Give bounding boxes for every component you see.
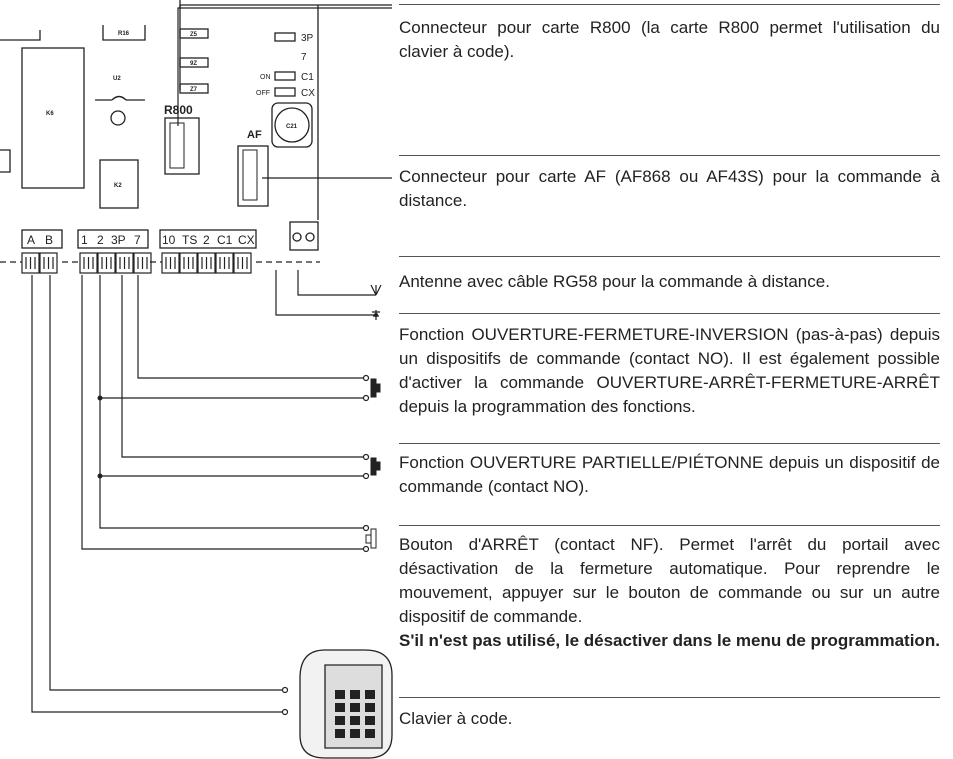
terminal-10: 10 bbox=[162, 233, 176, 247]
desc-keypad: Clavier à code. bbox=[399, 709, 513, 728]
terminal-screw-slot bbox=[183, 257, 194, 269]
desc-stop-warning: S'il n'est pas utilisé, le désactiver da… bbox=[399, 631, 940, 650]
jumper-label-3p: 3P bbox=[301, 33, 314, 44]
label-connector-r800: R800 bbox=[164, 103, 193, 117]
desc-af: Connecteur pour carte AF (AF868 ou AF43S… bbox=[399, 167, 940, 210]
terminal-label-ab bbox=[21, 229, 63, 249]
terminal-label-right bbox=[159, 229, 257, 249]
terminal-screw bbox=[197, 252, 216, 274]
potentiometer bbox=[110, 110, 126, 126]
keypad-key bbox=[350, 690, 360, 699]
jumper-label-7: 7 bbox=[301, 52, 307, 63]
keypad-key bbox=[350, 703, 360, 712]
terminal-screw-slot bbox=[165, 257, 176, 269]
label-9z: 9Z bbox=[190, 61, 197, 67]
label-connector-af: AF bbox=[247, 129, 262, 141]
terminal-1: 1 bbox=[81, 233, 88, 247]
jumper-label-c1: C1 bbox=[301, 72, 314, 83]
jumper-state-off: OFF bbox=[256, 90, 270, 97]
terminal-screw-slot bbox=[137, 257, 148, 269]
keypad-key bbox=[350, 716, 360, 725]
connector-r800-block bbox=[164, 117, 200, 175]
label-k6: K6 bbox=[46, 111, 54, 117]
label-c21: C21 bbox=[286, 124, 298, 130]
keypad-icon bbox=[299, 649, 393, 759]
terminal-screw bbox=[21, 252, 40, 274]
label-k2: K2 bbox=[114, 183, 122, 189]
terminal-c1: C1 bbox=[217, 233, 233, 247]
terminal-screw-slot bbox=[201, 257, 212, 269]
terminal-ts: TS bbox=[182, 233, 197, 247]
terminal-screw-slot bbox=[25, 257, 36, 269]
label-z7: Z7 bbox=[190, 87, 198, 93]
keypad-key bbox=[335, 703, 345, 712]
keypad-key bbox=[365, 716, 375, 725]
terminal-7: 7 bbox=[134, 233, 141, 247]
terminal-screw bbox=[97, 252, 116, 274]
terminal-screw bbox=[133, 252, 152, 274]
terminal-screw-slot bbox=[219, 257, 230, 269]
label-z5: Z5 bbox=[190, 32, 198, 38]
divider-stop bbox=[399, 525, 940, 526]
terminal-screw bbox=[179, 252, 198, 274]
terminal-screw-slot bbox=[119, 257, 130, 269]
chip-k2 bbox=[99, 159, 139, 209]
terminal-screw bbox=[39, 252, 58, 274]
label-u2: U2 bbox=[113, 76, 121, 82]
board-edge-left bbox=[0, 30, 41, 41]
desc-antenna: Antenne avec câble RG58 pour la commande… bbox=[399, 272, 830, 291]
terminal-2b: 2 bbox=[203, 233, 210, 247]
terminal-screw bbox=[79, 252, 98, 274]
keypad-key bbox=[350, 729, 360, 738]
divider-step bbox=[399, 313, 940, 314]
terminal-screw-slot bbox=[43, 257, 54, 269]
terminal-screw bbox=[161, 252, 180, 274]
keypad-key bbox=[365, 703, 375, 712]
terminal-3p: 3P bbox=[111, 233, 126, 247]
keypad-key bbox=[335, 729, 345, 738]
terminal-2: 2 bbox=[97, 233, 104, 247]
jumper-label-cx: CX bbox=[301, 88, 315, 99]
desc-stop: Bouton d'ARRÊT (contact NF). Permet l'ar… bbox=[399, 533, 940, 653]
desc-step: Fonction OUVERTURE-FERMETURE-INVERSION (… bbox=[399, 325, 940, 416]
terminal-screw-slot bbox=[83, 257, 94, 269]
terminal-screw-slot bbox=[101, 257, 112, 269]
terminal-screw bbox=[215, 252, 234, 274]
terminal-label-mid bbox=[77, 229, 149, 249]
desc-partial: Fonction OUVERTURE PARTIELLE/PIÉTONNE de… bbox=[399, 453, 940, 496]
pushbutton-stop-icon bbox=[365, 528, 377, 549]
divider-partial bbox=[399, 443, 940, 444]
antenna-terminal-block bbox=[289, 221, 319, 251]
terminal-cx: CX bbox=[238, 233, 255, 247]
chip-k6 bbox=[21, 47, 85, 189]
desc-stop-text: Bouton d'ARRÊT (contact NF). Permet l'ar… bbox=[399, 535, 940, 626]
jumper-state-on: ON bbox=[260, 74, 271, 81]
desc-r800: Connecteur pour carte R800 (la carte R80… bbox=[399, 18, 940, 61]
divider-keypad bbox=[399, 697, 940, 698]
keypad-key bbox=[335, 716, 345, 725]
label-r16: R16 bbox=[118, 31, 130, 37]
chip-r16 bbox=[102, 25, 146, 41]
pushbutton-partial-icon bbox=[370, 457, 381, 476]
keypad-key bbox=[335, 690, 345, 699]
terminal-screw-slot bbox=[237, 257, 248, 269]
divider-antenna bbox=[399, 256, 940, 257]
terminal-a: A bbox=[27, 233, 35, 247]
terminal-screw bbox=[115, 252, 134, 274]
terminal-b: B bbox=[45, 233, 53, 247]
pushbutton-step-icon bbox=[370, 378, 381, 398]
terminal-screw bbox=[233, 252, 252, 274]
keypad-key bbox=[365, 690, 375, 699]
capacitor-c21 bbox=[271, 102, 313, 148]
keypad-key bbox=[365, 729, 375, 738]
divider-af bbox=[399, 155, 940, 156]
divider-top bbox=[399, 4, 940, 5]
connector-af-block bbox=[237, 145, 269, 207]
